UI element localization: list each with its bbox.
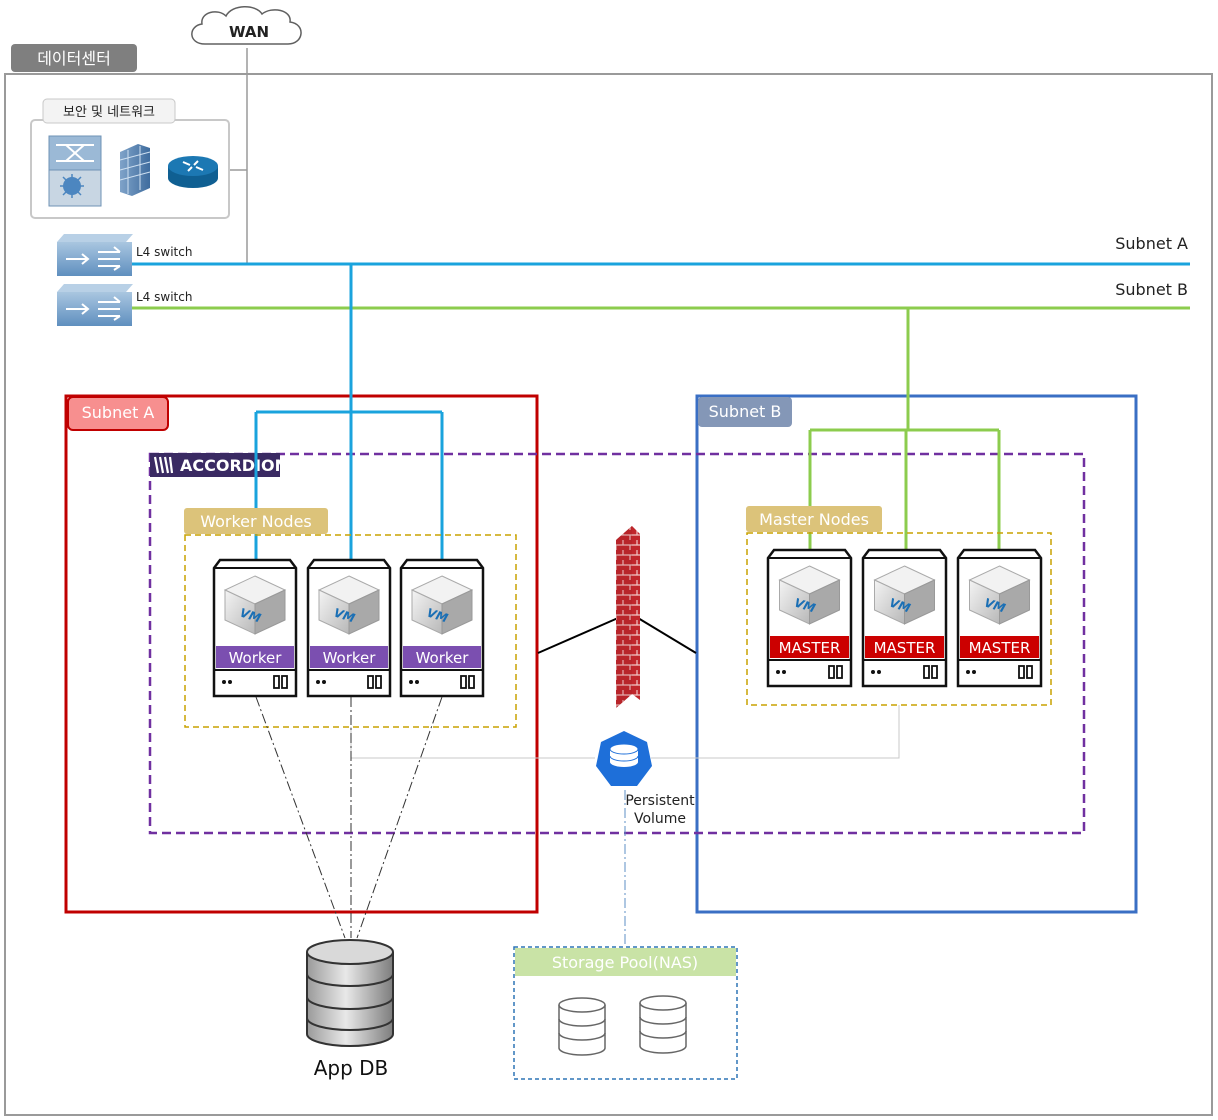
persistent-volume-label-2: Volume	[634, 811, 686, 827]
worker-nodes-group: Worker Nodes	[184, 508, 517, 728]
worker-role-label: Worker	[416, 649, 470, 667]
app-db-links	[255, 696, 443, 939]
vm-label: VM	[425, 606, 450, 626]
vm-label: VM	[983, 596, 1008, 616]
svg-text:Subnet A: Subnet A	[82, 403, 155, 422]
storage-pool-group: Storage Pool(NAS)	[513, 946, 738, 1080]
router-icon	[168, 156, 218, 188]
datacenter-frame	[4, 73, 1213, 1116]
vm-cube-icon: VM	[410, 575, 474, 635]
vm-cube-icon: VM	[968, 565, 1031, 625]
subnet-a-line-label: Subnet A	[1115, 234, 1188, 253]
svg-text:보안 및 네트워크: 보안 및 네트워크	[63, 105, 155, 120]
central-firewall-icon	[537, 526, 697, 708]
subnet-b-zone: Subnet B	[695, 394, 1138, 914]
l4-switch-icon	[57, 284, 133, 326]
svg-text:Subnet B: Subnet B	[709, 402, 782, 421]
accordion-logo-icon	[153, 456, 174, 474]
master-role-label: MASTER	[874, 639, 936, 657]
master-nodes-group: Master Nodes	[746, 506, 1052, 706]
worker-servers: VM Worker VM Worker VM Worker	[212, 558, 485, 698]
wan-uplink	[229, 48, 248, 264]
vm-cube-icon: VM	[778, 565, 841, 625]
app-db-icon	[306, 939, 394, 1047]
vm-label: VM	[238, 606, 263, 626]
subnet-b-line-label: Subnet B	[1115, 280, 1188, 299]
worker-server-1: VM Worker	[212, 558, 298, 698]
master-server-1: VM MASTER	[766, 548, 853, 688]
l4-switch-b-label: L4 switch	[136, 290, 192, 304]
persistent-volume-icon	[596, 731, 652, 786]
l4-switch-a-label: L4 switch	[136, 245, 192, 259]
worker-uplinks	[254, 264, 444, 562]
master-servers: VM MASTER VM MASTER VM MASTER	[766, 548, 1043, 688]
vm-label: VM	[888, 596, 913, 616]
datacenter-label: 데이터센터	[11, 44, 137, 72]
svg-text:ACCORDION: ACCORDION	[180, 456, 288, 475]
nas-disk-icon	[639, 995, 687, 1054]
persistent-volume-label: Persistent	[625, 793, 695, 809]
accordion-cluster: ACCORDION	[148, 452, 1086, 835]
core-switch-icon	[48, 135, 102, 207]
master-server-2: VM MASTER	[861, 548, 948, 688]
worker-server-3: VM Worker	[399, 558, 485, 698]
master-role-label: MASTER	[779, 639, 841, 657]
svg-text:데이터센터: 데이터센터	[37, 49, 111, 68]
nas-disk-icon	[558, 997, 606, 1056]
worker-server-2: VM Worker	[306, 558, 392, 698]
vm-cube-icon: VM	[223, 575, 287, 635]
svg-text:Storage Pool(NAS): Storage Pool(NAS)	[552, 953, 698, 972]
svg-text:Worker Nodes: Worker Nodes	[200, 512, 312, 531]
l4-switch-icon	[57, 234, 133, 276]
svg-text:Master Nodes: Master Nodes	[759, 510, 869, 529]
vm-label: VM	[332, 606, 357, 626]
worker-role-label: Worker	[229, 649, 283, 667]
vm-cube-icon: VM	[873, 565, 936, 625]
worker-role-label: Worker	[323, 649, 377, 667]
vm-cube-icon: VM	[317, 575, 381, 635]
subnet-a-zone: Subnet A	[64, 394, 539, 914]
wan-cloud-icon: WAN	[191, 6, 302, 45]
master-role-label: MASTER	[969, 639, 1031, 657]
svg-text:WAN: WAN	[229, 23, 269, 41]
app-db-label: App DB	[314, 1056, 389, 1080]
firewall-icon	[119, 144, 151, 196]
vm-label: VM	[793, 596, 818, 616]
master-server-3: VM MASTER	[956, 548, 1043, 688]
